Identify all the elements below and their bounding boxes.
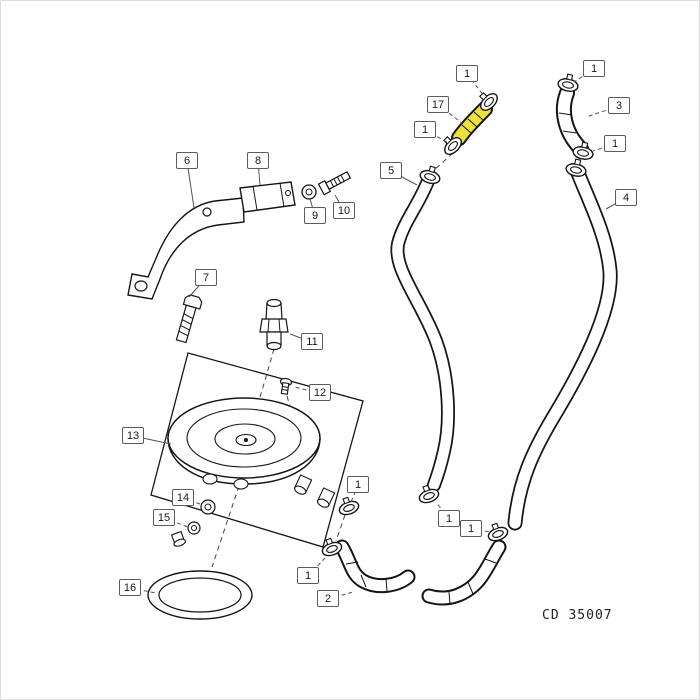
leader-line-1-14 xyxy=(424,129,448,143)
bracket-arm-6 xyxy=(127,197,245,300)
leader-line-9-2 xyxy=(309,198,316,217)
bracket-block-8 xyxy=(239,181,296,213)
leader-line-1-21 xyxy=(470,528,492,533)
leader-line-14-8 xyxy=(182,497,201,505)
leader-line-13-7 xyxy=(132,435,172,445)
gasket-16 xyxy=(147,570,253,620)
leader-line-12-6 xyxy=(293,386,321,394)
connector-17-fill xyxy=(453,103,491,144)
leader-line-16-10 xyxy=(129,587,157,594)
hose-4 xyxy=(507,165,618,531)
leader-line-6-0 xyxy=(186,160,195,209)
washer-15 xyxy=(187,521,201,535)
leader-line-1-15 xyxy=(573,68,595,83)
leader-line-1-19 xyxy=(350,484,359,503)
leader-line-2-23 xyxy=(327,591,354,600)
leader-line-1-22 xyxy=(307,556,327,577)
leader-line-8-1 xyxy=(257,160,261,186)
leader-line-5-11 xyxy=(390,170,418,186)
elbow-hose-2-left xyxy=(334,539,416,594)
leader-line-15-9 xyxy=(163,517,189,528)
cooler-outlet-nipple xyxy=(294,474,313,495)
drawing-code: CD 35007 xyxy=(542,608,613,623)
leader-line-4-18 xyxy=(605,197,627,210)
hose-5 xyxy=(390,174,455,492)
washer-14 xyxy=(200,499,216,515)
lock-washer-9 xyxy=(301,184,317,200)
leader-line-7-4 xyxy=(188,277,207,298)
leader-line-1-13 xyxy=(466,73,485,97)
leader-line-11-5 xyxy=(289,333,313,343)
connector-17 xyxy=(451,101,493,146)
plug-15 xyxy=(170,530,186,547)
hose-3 xyxy=(555,85,589,157)
mounting-plate-outline xyxy=(150,352,364,548)
fitting-11 xyxy=(259,298,289,351)
leader-line-1-17 xyxy=(592,143,616,152)
bolt-12 xyxy=(279,377,293,395)
leader-line-17-12 xyxy=(437,104,463,124)
oil-cooler-13 xyxy=(167,397,336,508)
cooler-inlet-nipple xyxy=(317,487,336,508)
leader-line-1-20 xyxy=(435,501,450,520)
bolt-10 xyxy=(317,170,352,196)
leader-line-3-16 xyxy=(585,105,620,118)
elbow-hose-2-right xyxy=(421,539,507,606)
leader-line-10-3 xyxy=(334,194,345,212)
